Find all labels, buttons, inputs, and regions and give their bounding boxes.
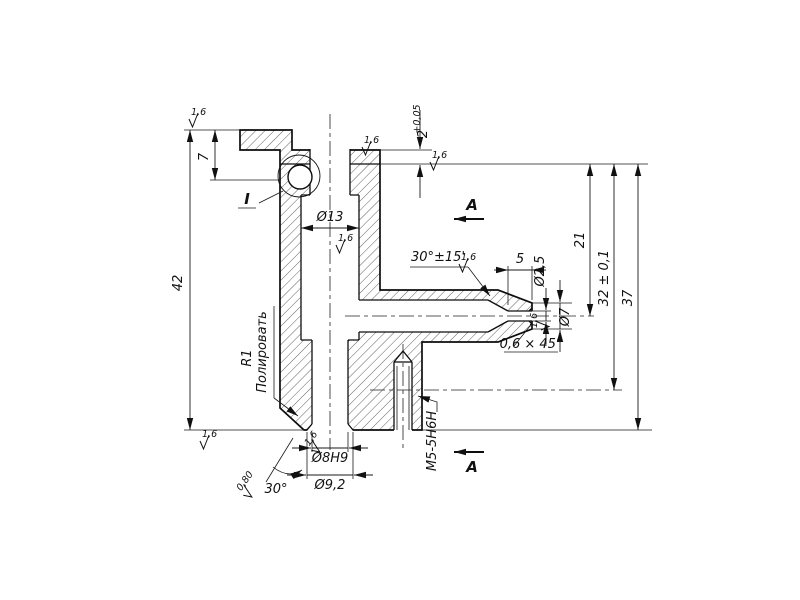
dim-tip-length-5: 5 [494, 252, 546, 274]
section-arrow-bottom: А [454, 448, 484, 476]
dim-bore-9-2: Ø9,2 [287, 471, 373, 493]
dim-d92-text: Ø9,2 [314, 478, 346, 493]
roughness-mark-icon: 1,6 [429, 150, 447, 172]
roughness-value: 0,80 [235, 469, 256, 493]
detail-circle [277, 154, 321, 198]
roughness-value: 1,6 [432, 150, 447, 161]
dim-tip-od-7: Ø7 [556, 280, 573, 352]
dim-d7-text: Ø7 [558, 307, 573, 327]
section-arrow-top: А [454, 196, 484, 223]
roughness-mark-icon: 1,6 [361, 135, 379, 157]
dim-chamfer-angle-30: 30° [264, 437, 303, 497]
dim-cone-angle-text: 30°±15' [411, 250, 465, 265]
thread-spec-text: М5-5Н6Н [425, 411, 440, 471]
label-detail-i: I [238, 190, 284, 209]
dim-chamfer-text: 0,6 × 45° [500, 337, 563, 352]
roughness-mark-icon: 0,80 [235, 469, 256, 498]
label-radius: R1 [240, 349, 255, 366]
dim-total-height-42: 42 [171, 130, 194, 430]
dim-d13-text: Ø13 [316, 210, 344, 225]
roughness-mark-icon: 1,6 [529, 313, 551, 331]
dim-cone-angle: 30°±15' [410, 250, 491, 297]
dim-tip-bore-2-5: Ø2,5 [533, 256, 550, 344]
roughness-mark-icon: 1,6 [199, 429, 217, 451]
dim-21-text: 21 [573, 232, 588, 249]
roughness-mark-icon: 1,6 [335, 233, 353, 255]
roughness-value: 1,6 [338, 233, 353, 244]
roughness-value: 1,6 [364, 135, 379, 146]
dim-2-tolerance-text: +0,05 [412, 104, 423, 133]
roughness-mark-icon: 1,6 [458, 252, 476, 274]
centerlines [329, 114, 622, 450]
extension-lines [184, 129, 652, 479]
roughness-value: 1,6 [191, 107, 206, 118]
roughness-marks: 1,6 1,6 1,6 1,6 1,6 1,6 1,6 1,6 [188, 107, 551, 498]
dim-32-text: 32 ± 0,1 [597, 250, 612, 306]
dim-37: 37 [621, 164, 642, 430]
section-mark-top-text: А [465, 196, 478, 214]
dim-42-text: 42 [171, 275, 186, 292]
roughness-value: 1,6 [202, 429, 217, 440]
dim-21: 21 [573, 164, 594, 316]
dim-37-text: 37 [621, 289, 636, 306]
dim-bore-8h9: Ø8Н9 [292, 444, 368, 466]
dim-30deg-text: 30° [264, 482, 287, 497]
dim-d8h9-text: Ø8Н9 [311, 451, 349, 466]
part-section [239, 129, 533, 431]
label-thread: М5-5Н6Н [417, 395, 440, 471]
dim-5-text: 5 [516, 252, 524, 267]
dim-flange-7: 7 [197, 130, 219, 180]
roughness-value: 1,6 [529, 313, 540, 328]
dim-32: 32 ± 0,1 [597, 164, 618, 390]
dim-2-text: 2 [416, 130, 431, 138]
roughness-value: 1,6 [303, 429, 321, 448]
ball-detail [277, 154, 321, 198]
part-feature-lines [280, 149, 533, 431]
fillet-radius-text: R1 [240, 349, 255, 366]
roughness-value: 1,6 [461, 252, 476, 263]
dim-chamfer-0-6: 0,6 × 45° [500, 325, 563, 353]
polish-note-text: Полировать [255, 311, 270, 393]
section-mark-bottom-text: А [465, 458, 478, 476]
label-polish: Полировать [255, 306, 299, 417]
roughness-mark-icon: 1,6 [188, 107, 206, 129]
dim-step-2: 2 +0,05 [412, 104, 431, 198]
dim-7-text: 7 [197, 152, 212, 161]
detail-callout-text: I [244, 190, 250, 208]
dim-d25-text: Ø2,5 [533, 256, 548, 288]
dim-bore-13: Ø13 [301, 210, 359, 232]
